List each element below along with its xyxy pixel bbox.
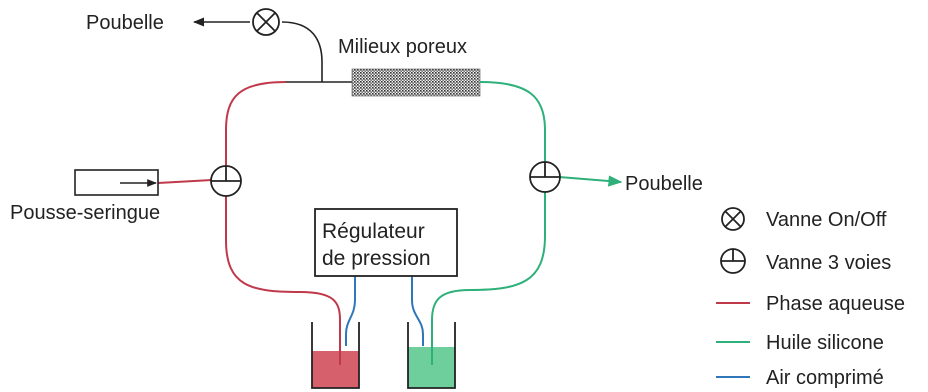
oil-waste-tube — [558, 175, 623, 187]
legend-item-on-off-valve: Vanne On/Off — [721, 207, 887, 231]
air-tube-left — [345, 276, 356, 346]
legend-label: Air comprimé — [766, 367, 884, 389]
legend-item-oil: Huile silicone — [716, 332, 884, 354]
legend-item-aqueous: Phase aqueuse — [716, 293, 905, 315]
waste-top-label: Poubelle — [86, 12, 164, 34]
on-off-valve-icon — [252, 8, 280, 36]
aqueous-tube-lower — [225, 196, 341, 362]
legend-label: Phase aqueuse — [766, 293, 905, 315]
oil-beaker — [407, 322, 456, 389]
waste-right-label: Poubelle — [625, 173, 703, 195]
aqueous-beaker — [311, 322, 360, 389]
syringe-pump-label: Pousse-seringue — [10, 202, 160, 224]
regulator-label-line1: Régulateur — [322, 220, 425, 243]
three-way-valve-right-icon — [529, 161, 561, 193]
legend-label: Vanne 3 voies — [766, 252, 891, 274]
legend-item-air: Air comprimé — [716, 367, 884, 389]
legend-label: Vanne On/Off — [766, 209, 887, 231]
three-way-valve-icon — [720, 248, 746, 274]
regulator-label-line2: de pression — [322, 247, 431, 270]
aqueous-tube-syringe — [157, 179, 213, 184]
three-way-valve-left-icon — [210, 165, 242, 197]
waste-top-tube — [281, 21, 323, 82]
legend-label: Huile silicone — [766, 332, 884, 354]
legend: Vanne On/Off Vanne 3 voies Phase aqueuse… — [716, 207, 905, 389]
porous-media — [351, 68, 481, 97]
oil-tube-upper — [479, 81, 546, 162]
porous-media-label: Milieux poreux — [338, 36, 467, 58]
on-off-valve-icon — [721, 207, 745, 231]
legend-item-three-way-valve: Vanne 3 voies — [720, 248, 891, 274]
aqueous-tube-upper — [225, 81, 287, 166]
oil-tube-lower — [431, 192, 546, 362]
air-tube-right — [411, 276, 424, 346]
pressure-regulator — [314, 208, 458, 277]
